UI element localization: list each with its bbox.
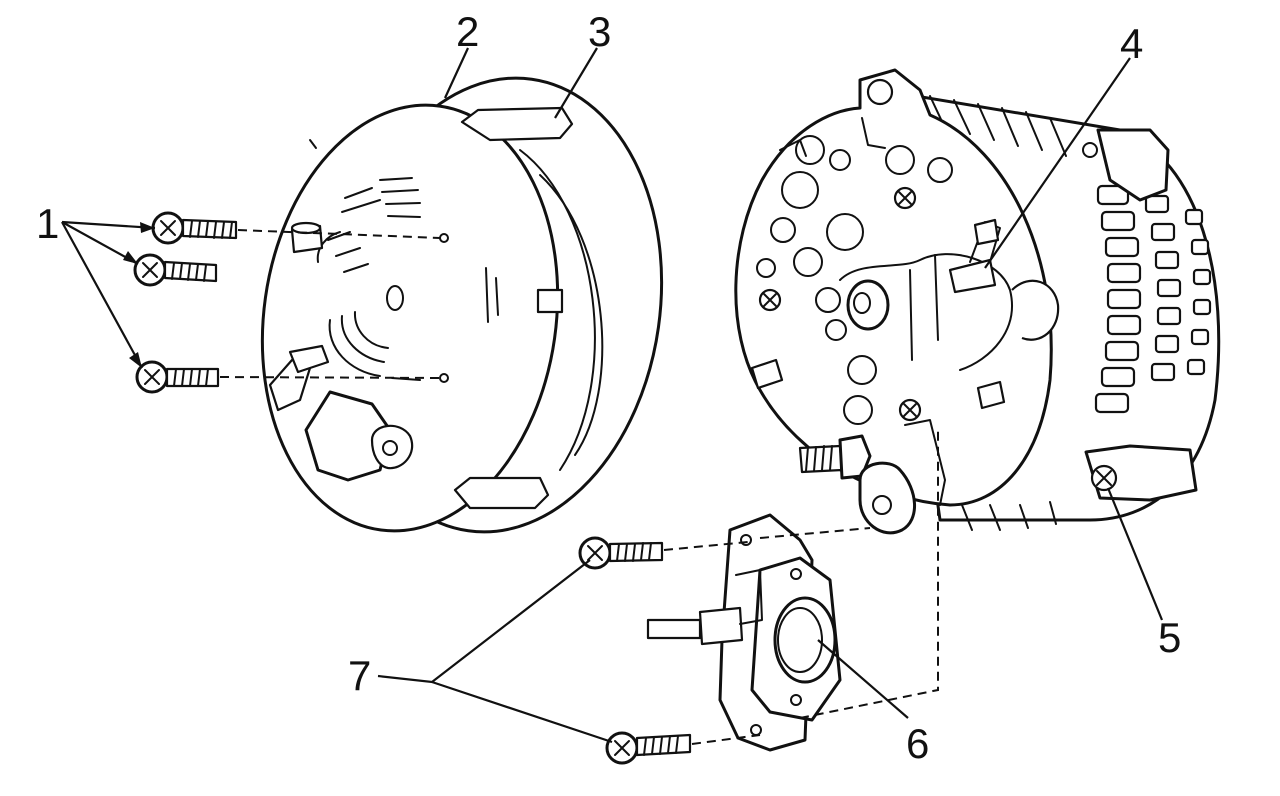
alignment-lines-cover: [219, 229, 441, 379]
plate-bolts: [750, 186, 1006, 422]
alignment-lines-regulator: [663, 430, 939, 745]
callout-7: 7: [348, 652, 371, 699]
leader-lines: [61, 47, 1164, 744]
rear-cover: [260, 76, 664, 534]
screw-bottom: [135, 360, 220, 394]
vent-slots: [316, 177, 499, 381]
callout-labels: 1 2 3 4 5 6 7: [36, 8, 1181, 767]
callout-4: 4: [1120, 20, 1143, 67]
callout-5: 5: [1158, 614, 1181, 661]
regulator-screws: [578, 536, 692, 765]
callout-2: 2: [456, 8, 479, 55]
leader-arrowheads: [123, 222, 155, 368]
screw-upper: [578, 536, 664, 570]
callout-3: 3: [588, 8, 611, 55]
cover-screws: [133, 211, 238, 394]
voltage-regulator: [646, 513, 842, 752]
callout-6: 6: [906, 720, 929, 767]
callout-1: 1: [36, 200, 59, 247]
screw-lower: [605, 731, 692, 765]
cooling-fins: [929, 95, 1212, 531]
screw-middle: [133, 253, 218, 287]
screw-top: [151, 211, 238, 245]
alternator-body: [734, 68, 1221, 535]
plate-holes: [756, 135, 953, 425]
